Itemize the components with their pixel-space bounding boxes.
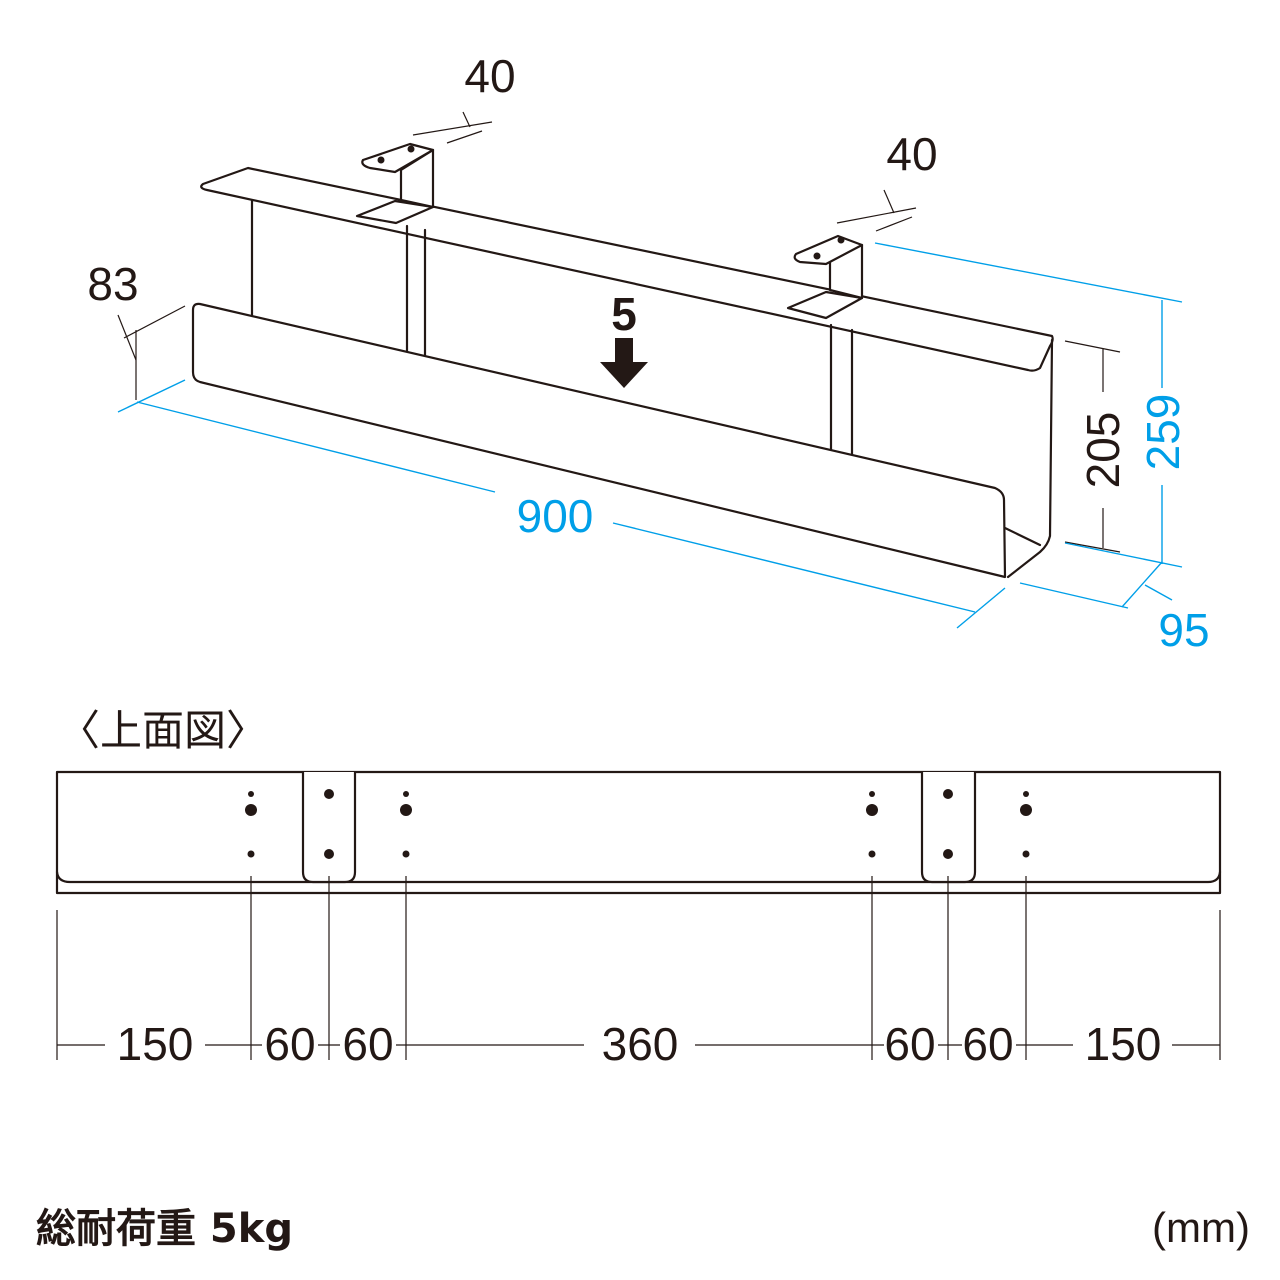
dim-bracket-width-right: 40 bbox=[886, 128, 937, 180]
front-panel bbox=[191, 302, 1007, 579]
top-view-dimensions: 150 60 60 360 60 60 150 bbox=[117, 1018, 1162, 1070]
top-view-drawing bbox=[55, 770, 1222, 1060]
tray-right-end bbox=[1006, 338, 1054, 579]
load-arrow-icon bbox=[600, 338, 648, 388]
dim-depth: 95 bbox=[1158, 604, 1209, 656]
segment-label: 150 bbox=[1085, 1018, 1162, 1070]
dim-total-height: 259 bbox=[1137, 394, 1189, 471]
segment-label: 150 bbox=[117, 1018, 194, 1070]
top-view-bracket-right bbox=[920, 772, 977, 884]
segment-label: 60 bbox=[962, 1018, 1013, 1070]
top-view-bracket-left bbox=[301, 772, 357, 884]
unit-label: (mm) bbox=[1152, 1204, 1250, 1251]
segment-label: 360 bbox=[602, 1018, 679, 1070]
segment-label: 60 bbox=[342, 1018, 393, 1070]
total-load-label: 総耐荷重 5kg bbox=[36, 1206, 293, 1252]
iso-dimensions: 40 40 83 900 205 259 95 bbox=[87, 50, 1209, 656]
top-view-title: 〈上面図〉 bbox=[58, 707, 268, 754]
support-post-right bbox=[829, 323, 854, 457]
support-post-left bbox=[405, 224, 427, 358]
screw-holes bbox=[245, 789, 1032, 859]
top-plate bbox=[200, 166, 1054, 372]
top-view-outline bbox=[55, 770, 1222, 895]
mount-bracket-left bbox=[355, 142, 435, 225]
segment-label: 60 bbox=[884, 1018, 935, 1070]
load-value: 5 bbox=[611, 288, 637, 340]
mount-bracket-right bbox=[786, 234, 864, 320]
dim-front-height: 83 bbox=[87, 258, 138, 310]
dim-length: 900 bbox=[517, 490, 594, 542]
tray-bottom-inner bbox=[1003, 526, 1042, 547]
dim-bracket-width-left: 40 bbox=[464, 50, 515, 102]
cable-tray-isometric: 5 bbox=[191, 142, 1054, 579]
segment-label: 60 bbox=[264, 1018, 315, 1070]
dim-inner-height: 205 bbox=[1077, 412, 1129, 489]
